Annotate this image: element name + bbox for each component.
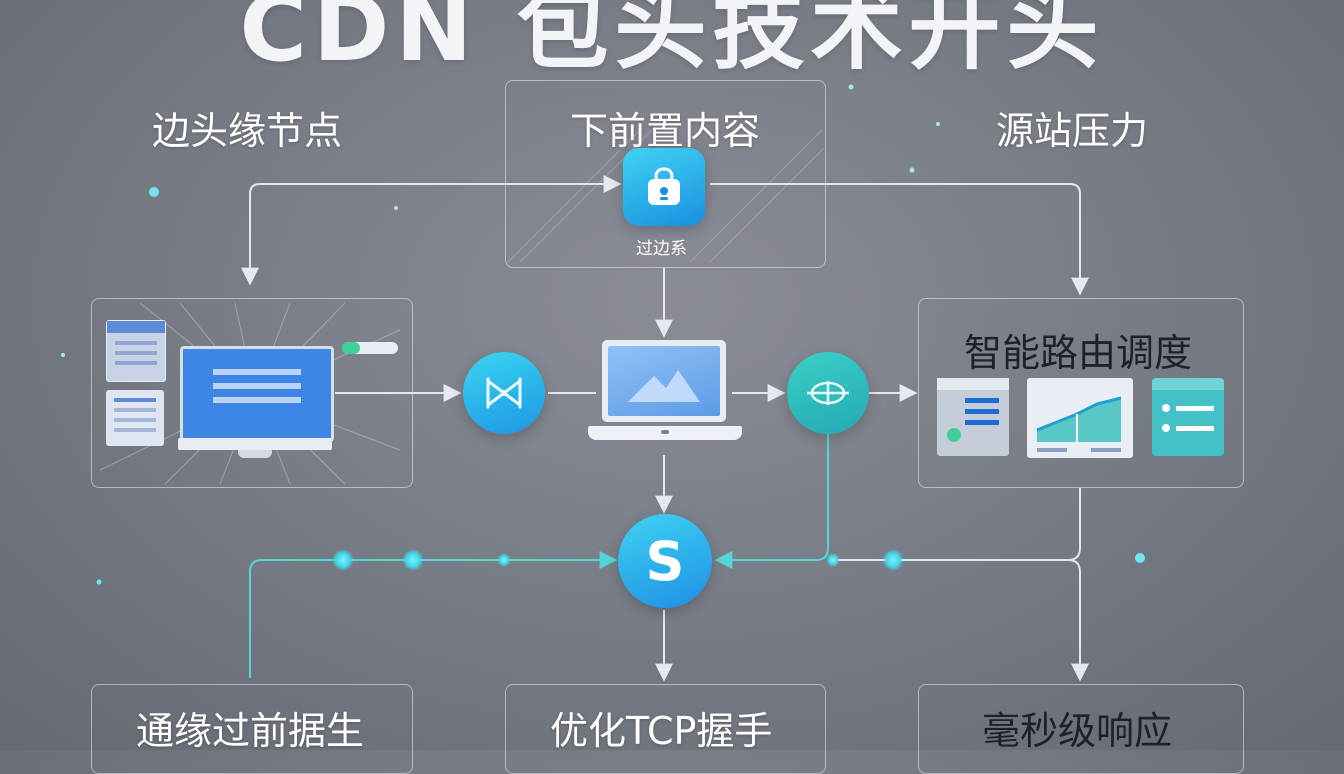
smart-routing-box [918,298,1244,488]
globe-icon [787,352,869,434]
user-badge-icon [623,148,705,226]
toggle-pill-icon [342,342,398,354]
origin-pressure-label: 源站压力 [996,109,1149,153]
page-title: CDN 包头技术开头 [239,0,1105,82]
document-panel-icon [106,390,164,446]
dashboard-icon [937,378,1009,456]
tcp-handshake-label: 优化TCP握手 [550,709,773,753]
s-node-icon: S [618,514,712,608]
monitor-screen-icon [180,346,334,442]
ms-response-label: 毫秒级响应 [982,709,1173,753]
edge-prefetch-label: 通缘过前据生 [136,709,365,753]
desktop-monitor-icon [100,318,400,468]
top-icon-caption: 过边系 [636,239,687,259]
monitor-base-icon [178,438,332,450]
chart-icon [1027,378,1133,458]
edge-node-box [91,298,413,488]
laptop-screen-icon [602,340,726,422]
laptop-icon [588,340,742,450]
edge-node-label: 边头缘节点 [152,109,343,153]
list-icon [1152,378,1224,456]
laptop-base-icon [588,426,742,440]
prefetch-label: 下前置内容 [570,109,761,153]
monitor-stand-icon [238,450,272,458]
network-icon [463,352,545,434]
smart-routing-label: 智能路由调度 [964,331,1193,375]
prefetch-box [505,80,826,268]
hub-letter: S [645,529,685,593]
sidebar-panel-icon [106,320,166,382]
